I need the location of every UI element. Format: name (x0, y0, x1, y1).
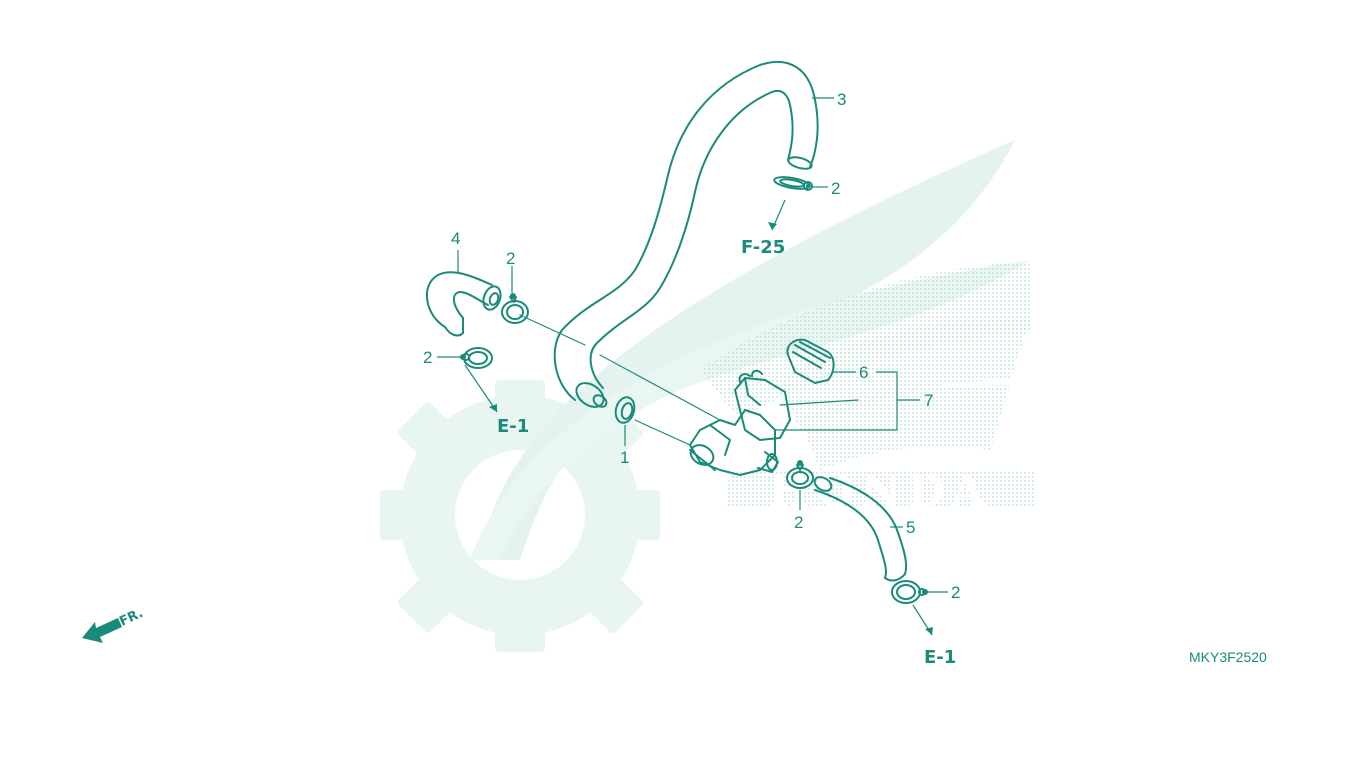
clamp-hose5 (891, 580, 926, 604)
callout-2-valve[interactable]: 2 (794, 513, 803, 532)
valve-assembly-part-7 (689, 369, 791, 476)
hose-part-4 (425, 271, 502, 337)
front-label: FR. (117, 606, 145, 630)
arrowheads (489, 222, 933, 635)
front-arrow-icon (82, 618, 122, 643)
hose-part-5 (813, 476, 908, 582)
clamp-hose4-lower (462, 347, 493, 369)
watermark-honda-text: HONDA (725, 466, 1035, 517)
ref-e1-right[interactable]: E-1 (924, 647, 956, 668)
svg-text:HONDA: HONDA (769, 466, 991, 517)
ref-f25[interactable]: F-25 (741, 237, 785, 258)
cap-part-6 (786, 338, 835, 384)
assembly-lines (519, 314, 859, 446)
callout-6[interactable]: 6 (859, 363, 868, 382)
front-direction-indicator: FR. (82, 606, 146, 643)
watermark-logo: HONDA (380, 140, 1035, 652)
clamp-upper (773, 176, 813, 191)
clamp-valve (786, 464, 814, 489)
clamp-hose4-end (501, 296, 529, 324)
callout-2-hose4[interactable]: 2 (506, 249, 515, 268)
callout-1[interactable]: 1 (620, 448, 629, 467)
callout-2-upper[interactable]: 2 (831, 179, 840, 198)
callout-2-left[interactable]: 2 (423, 348, 432, 367)
callout-2-lower[interactable]: 2 (951, 583, 960, 602)
callout-5[interactable]: 5 (906, 518, 915, 537)
reference-labels: F-25 E-1 E-1 (497, 237, 956, 668)
callout-7[interactable]: 7 (924, 391, 933, 410)
watermark-gear (380, 380, 660, 652)
hose-part-3 (553, 60, 819, 408)
callout-labels: 3 2 4 2 2 6 7 1 2 5 2 (423, 90, 960, 602)
o-ring-part-1 (614, 396, 636, 424)
leader-lines (437, 97, 948, 636)
callout-3[interactable]: 3 (837, 90, 846, 109)
callout-4[interactable]: 4 (451, 229, 460, 248)
watermark-wing (470, 140, 1030, 560)
diagram-code: MKY3F2520 (1189, 649, 1267, 665)
ref-e1-left[interactable]: E-1 (497, 416, 529, 437)
